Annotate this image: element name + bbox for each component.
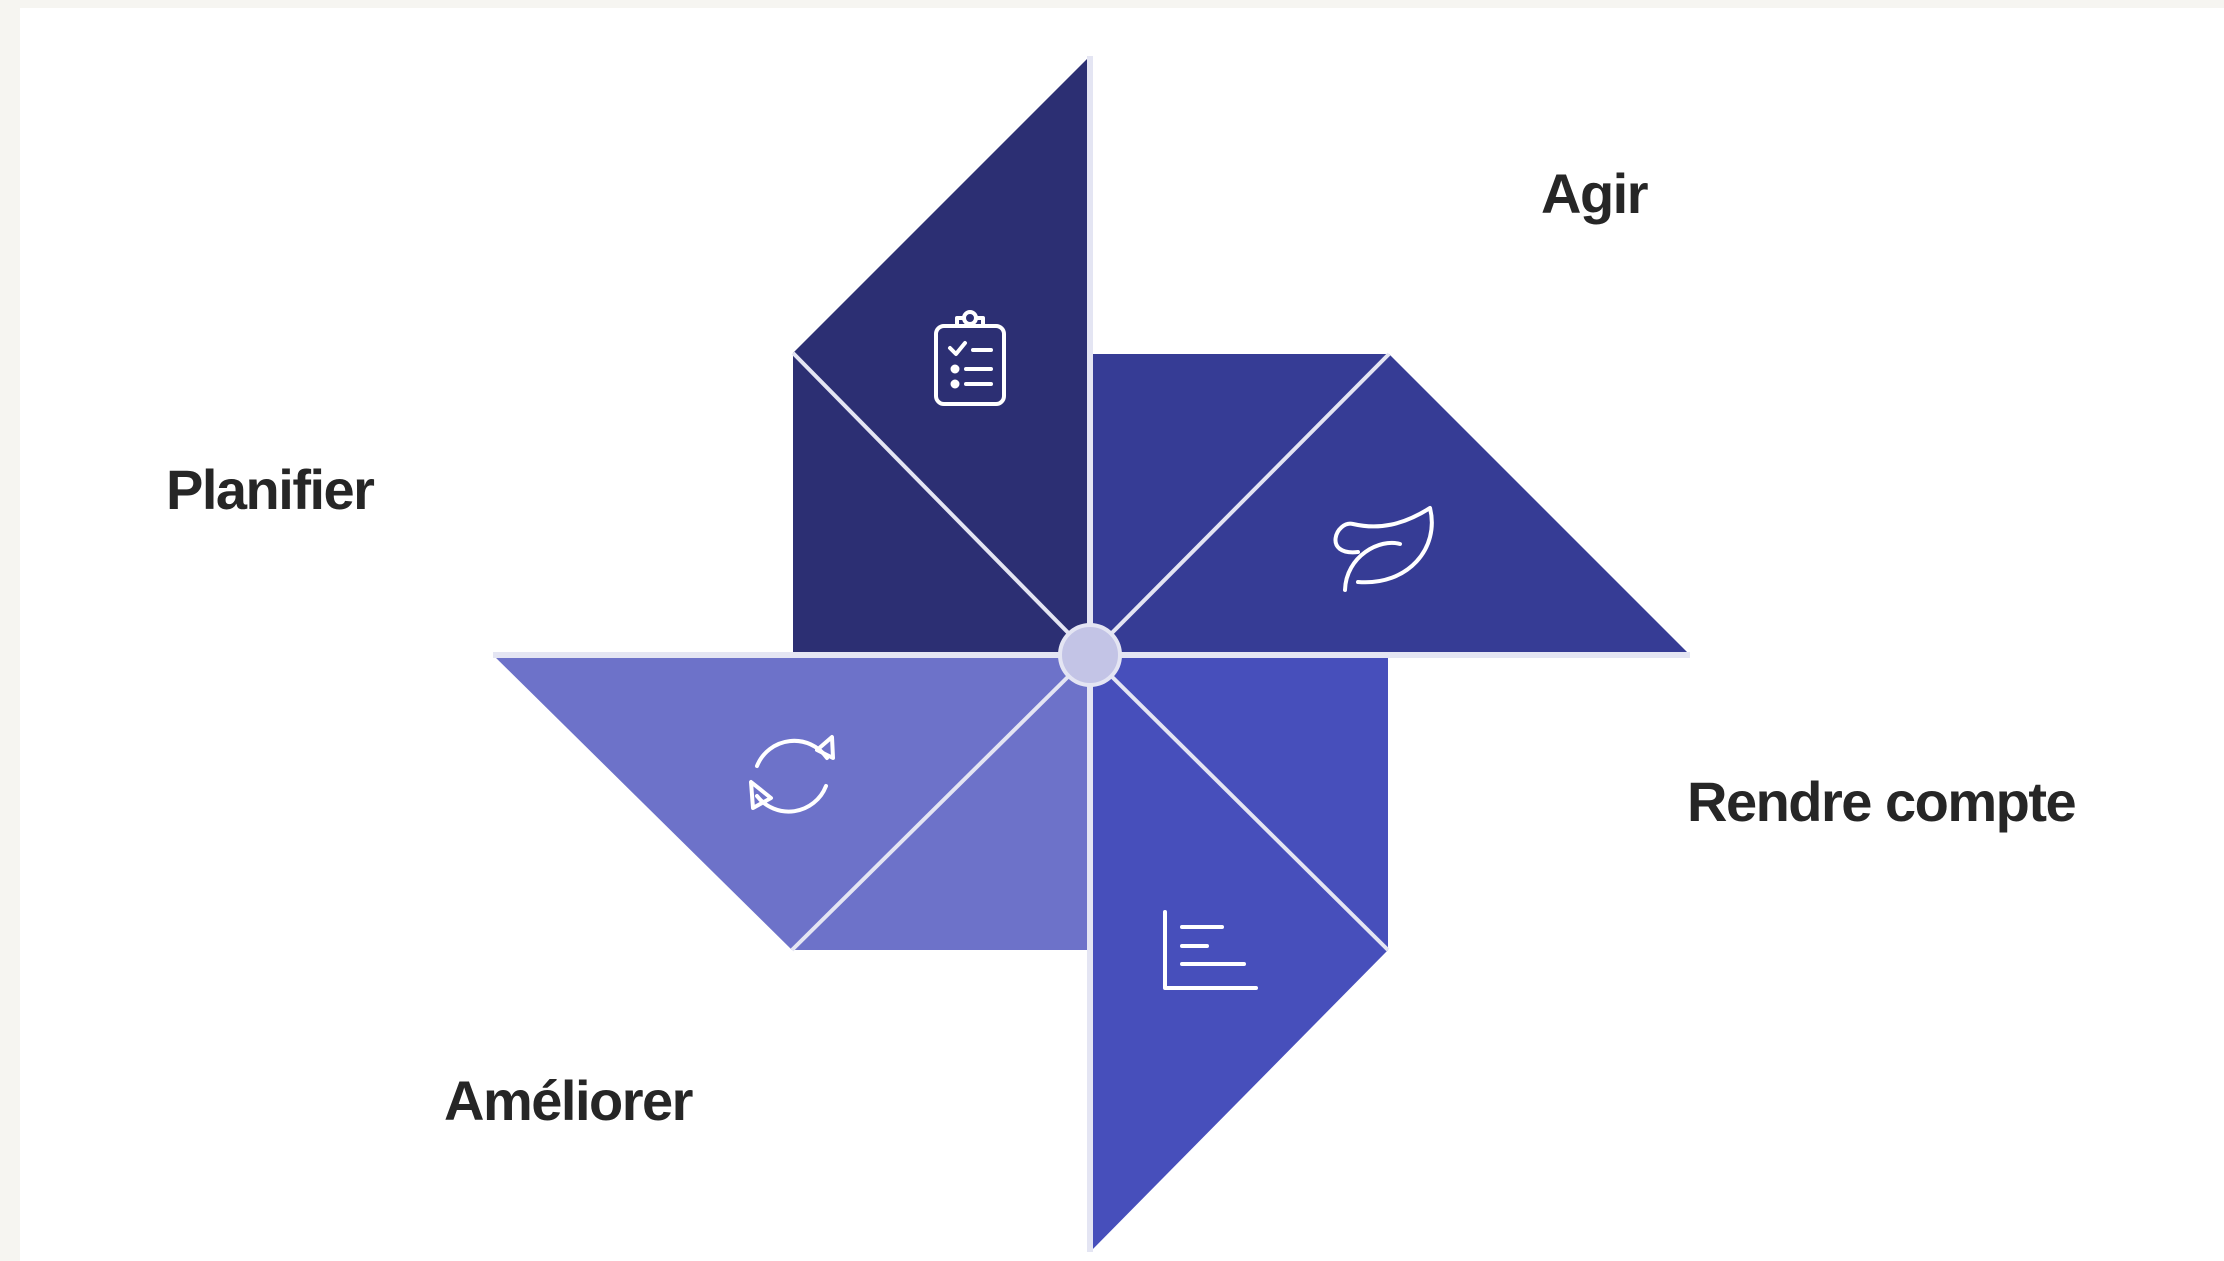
blade-rendre: [1090, 655, 1388, 1252]
step-label-ameliorer: Améliorer: [444, 1069, 693, 1132]
step-label-agir: Agir: [1541, 162, 1649, 225]
blade-planifier: [793, 56, 1090, 655]
blade-ameliorer: [493, 655, 1090, 950]
pinwheel-blade-rendre: [1088, 653, 1390, 1252]
blade-divider-rendre: [1088, 653, 1390, 952]
step-label-rendre-compte: Rendre compte: [1687, 770, 2077, 833]
pinwheel-blade-planifier: [791, 56, 1092, 657]
blade-divider-ameliorer: [790, 653, 1092, 952]
bar-chart-icon: [1163, 910, 1258, 990]
blade-divider-planifier: [791, 351, 1092, 657]
pinwheel-blade-ameliorer: [493, 653, 1092, 952]
step-label-planifier: Planifier: [166, 458, 375, 521]
clipboard-checklist-icon: [934, 310, 1006, 406]
blade-divider-agir: [1088, 352, 1391, 657]
leaf-icon: [1333, 506, 1434, 592]
pinwheel-hub: [1058, 623, 1122, 687]
blade-agir: [1090, 354, 1690, 655]
pinwheel-blade-agir: [1088, 352, 1690, 657]
refresh-cycle-icon: [749, 735, 835, 814]
